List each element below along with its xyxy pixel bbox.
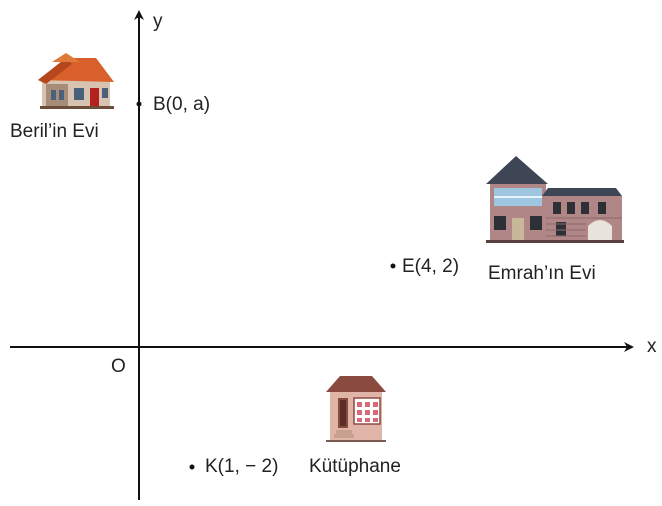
library-icon <box>326 376 386 442</box>
beril-house-icon <box>38 53 114 109</box>
x-axis-label: x <box>647 336 657 357</box>
emrah-house-label: Emrah’ın Evi <box>488 263 596 284</box>
point-k-marker <box>189 464 195 470</box>
point-b-label: B(0, a) <box>153 94 210 115</box>
emrah-house-icon <box>486 156 624 243</box>
origin-label: O <box>111 356 126 377</box>
point-e-marker <box>390 263 396 269</box>
library-label: Kütüphane <box>309 456 401 477</box>
point-k-label: K(1, − 2) <box>205 456 278 477</box>
point-e-label: E(4, 2) <box>402 256 459 277</box>
point-b-marker <box>136 101 142 107</box>
beril-house-label: Beril’in Evi <box>10 121 99 142</box>
y-axis-label: y <box>153 11 163 32</box>
